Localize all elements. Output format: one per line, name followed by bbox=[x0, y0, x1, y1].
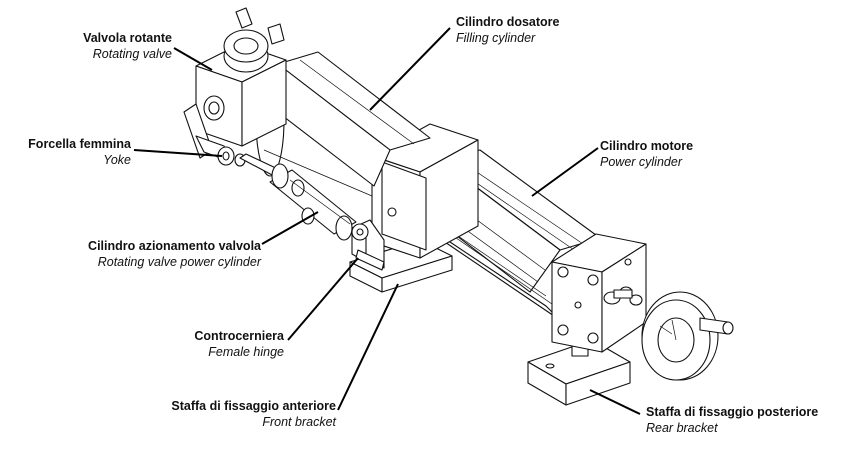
leader-lines bbox=[133, 27, 641, 415]
label-front-bracket-en: Front bracket bbox=[262, 415, 336, 429]
rotating-valve-part bbox=[195, 7, 287, 147]
front-flange-part bbox=[371, 123, 479, 259]
valve-power-cylinder-part bbox=[239, 153, 357, 241]
label-female-hinge-it: Controcerniera bbox=[194, 329, 284, 343]
label-filling-cylinder-en: Filling cylinder bbox=[456, 31, 536, 45]
label-valve-power-cylinder-it: Cilindro azionamento valvola bbox=[88, 239, 261, 253]
label-yoke: Forcella femmina Yoke bbox=[28, 136, 131, 168]
label-yoke-it: Forcella femmina bbox=[28, 137, 131, 151]
label-female-hinge-en: Female hinge bbox=[208, 345, 284, 359]
label-rotating-valve-it: Valvola rotante bbox=[83, 31, 172, 45]
handwheel-part bbox=[641, 291, 734, 381]
label-power-cylinder-it: Cilindro motore bbox=[600, 139, 694, 153]
label-rear-bracket: Staffa di fissaggio posteriore Rear brac… bbox=[646, 404, 818, 436]
female-hinge-part bbox=[351, 219, 385, 271]
label-rear-bracket-en: Rear bracket bbox=[646, 421, 718, 435]
label-valve-power-cylinder: Cilindro azionamento valvola Rotating va… bbox=[88, 238, 261, 270]
label-power-cylinder-en: Power cylinder bbox=[600, 155, 682, 169]
rear-bracket-part bbox=[527, 329, 631, 406]
yoke-part bbox=[183, 103, 246, 167]
label-filling-cylinder: Cilindro dosatore Filling cylinder bbox=[456, 14, 559, 46]
label-yoke-en: Yoke bbox=[103, 153, 131, 167]
label-front-bracket-it: Staffa di fissaggio anteriore bbox=[171, 399, 336, 413]
rear-fittings-part bbox=[603, 286, 643, 306]
label-power-cylinder: Cilindro motore Power cylinder bbox=[600, 138, 693, 170]
label-filling-cylinder-it: Cilindro dosatore bbox=[456, 15, 560, 29]
label-valve-power-cylinder-en: Rotating valve power cylinder bbox=[97, 255, 261, 269]
label-rotating-valve: Valvola rotante Rotating valve bbox=[83, 30, 172, 62]
label-rotating-valve-en: Rotating valve bbox=[92, 47, 172, 61]
label-front-bracket: Staffa di fissaggio anteriore Front brac… bbox=[171, 398, 336, 430]
label-rear-bracket-it: Staffa di fissaggio posteriore bbox=[646, 405, 819, 419]
label-female-hinge: Controcerniera Female hinge bbox=[194, 328, 284, 360]
